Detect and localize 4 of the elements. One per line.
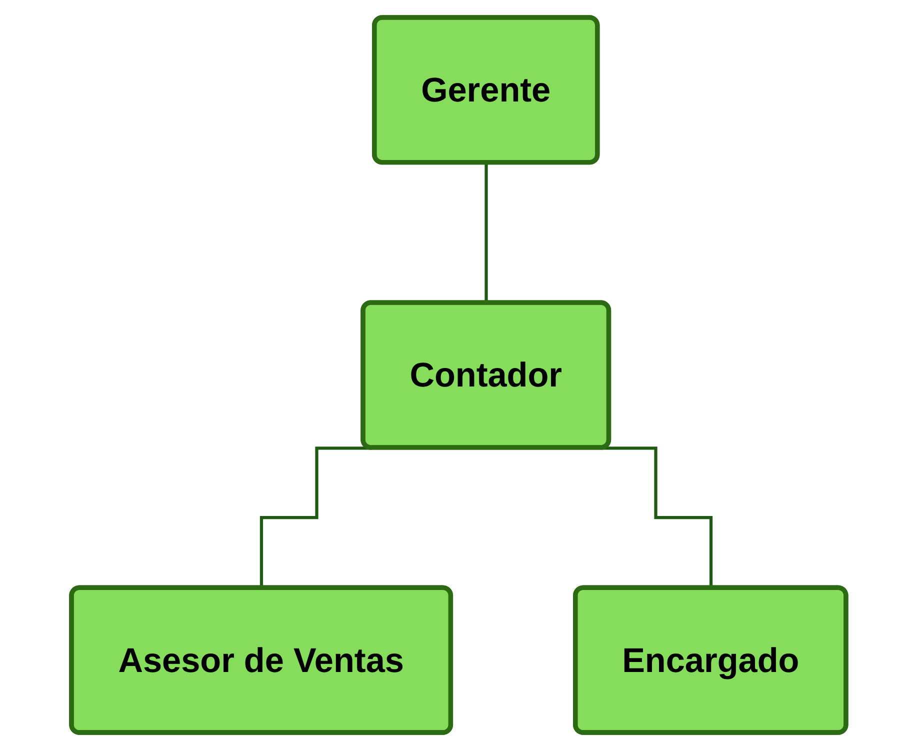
position-box: Asesor de Ventas [68,585,453,735]
position-box: Gerente [372,15,600,165]
position-box: Contador [360,300,611,450]
position-box: Encargado [572,585,848,735]
